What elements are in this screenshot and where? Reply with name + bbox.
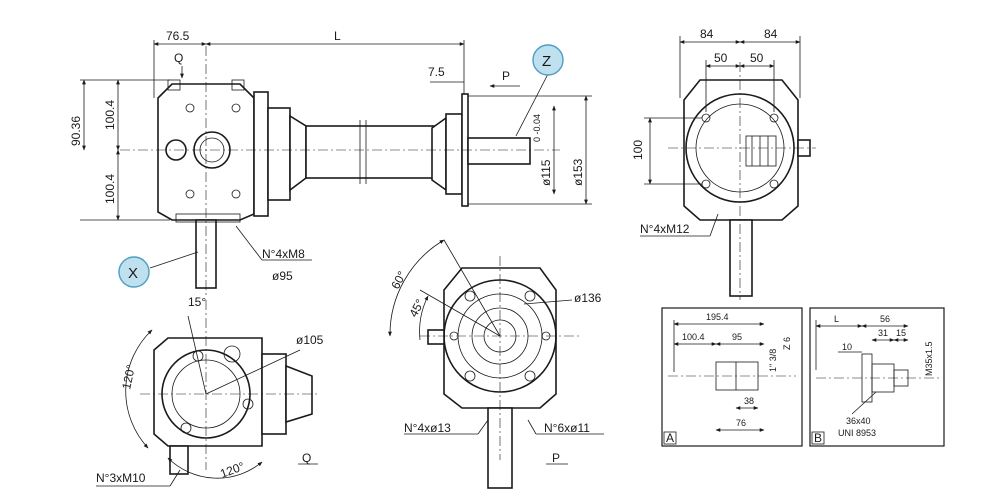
detail-a-left: 100.4 [682, 332, 705, 342]
detail-b-10: 10 [842, 342, 852, 352]
label-p: P [502, 69, 510, 83]
detail-a-38: 38 [744, 396, 754, 406]
detail-b-15: 15 [896, 328, 906, 338]
callout-z-label: Z [542, 53, 551, 70]
detail-a: A 195.4 100.4 95 1" 3/8 Z 6 38 76 [661, 307, 803, 447]
bottom-center-view: 60° 45° ø136 N°4xø13 N°6xø11 P [388, 239, 604, 489]
dim-bore-tol: 0 -0.04 [532, 114, 542, 142]
dim-bore: ø115 [539, 159, 553, 186]
dim-height-total: 90.36 [69, 116, 83, 146]
dim-flange-offset: 7.5 [428, 65, 445, 79]
front-bolts-label: N°4xM8 [262, 247, 305, 261]
angle-60: 60° [388, 269, 409, 292]
dim-upper: 100.4 [103, 100, 117, 130]
front-bolts-dia: ø95 [272, 269, 293, 283]
angle-45: 45° [406, 297, 427, 320]
detail-b-thread: M35x1.5 [924, 341, 934, 376]
callout-z [532, 44, 564, 76]
side-view: 84 84 50 50 100 N°4xM12 [631, 27, 816, 300]
dia-105: ø105 [296, 333, 324, 347]
detail-b-std: UNI 8953 [838, 428, 876, 438]
front-view: 76.5 L 7.5 Q P 90.36 100.4 100.4 ø115 0 … [69, 29, 592, 296]
detail-a-mid: 95 [732, 332, 742, 342]
detail-a-76: 76 [736, 418, 746, 428]
dim-length: L [334, 29, 341, 43]
detail-b: B L 56 31 15 10 M35x1.5 36x40 UNI 8953 [809, 307, 945, 447]
side-bolts-label: N°4xM12 [640, 222, 690, 236]
dia-136: ø136 [574, 291, 602, 305]
view-label-q: Q [302, 451, 311, 465]
bottom-left-bolts: N°3xM10 [96, 471, 146, 485]
angle-120-left: 120° [119, 363, 138, 390]
detail-a-thread: 1" 3/8 [768, 349, 778, 372]
angle-120-bottom: 120° [218, 459, 246, 481]
callout-x [118, 256, 150, 288]
detail-b-spline: 36x40 [846, 416, 871, 426]
dim-offset: 76.5 [166, 29, 190, 43]
side-dim-height: 100 [631, 140, 645, 160]
side-dim-right-84: 84 [764, 27, 778, 41]
label-q: Q [174, 51, 183, 65]
detail-b-l: L [834, 314, 839, 324]
bottom-center-bolts-right: N°6xø11 [544, 421, 590, 435]
dim-flange-dia: ø153 [571, 158, 585, 186]
callout-x-label: X [128, 265, 138, 282]
view-label-p: P [552, 451, 560, 465]
side-dim-left-84: 84 [700, 27, 714, 41]
side-dim-left-50: 50 [714, 51, 728, 65]
detail-b-31: 31 [878, 328, 888, 338]
detail-b-label: B [814, 431, 822, 445]
detail-a-label: A [666, 431, 674, 445]
detail-b-56: 56 [880, 314, 890, 324]
dim-lower: 100.4 [103, 174, 117, 204]
detail-a-spline: Z 6 [782, 337, 792, 350]
angle-15: 15° [188, 295, 206, 309]
detail-a-total: 195.4 [706, 312, 729, 322]
bottom-left-view: 15° 120° 120° ø105 N°3xM10 Q [96, 295, 324, 487]
bottom-center-bolts-left: N°4xø13 [404, 421, 451, 435]
side-dim-right-50: 50 [750, 51, 764, 65]
